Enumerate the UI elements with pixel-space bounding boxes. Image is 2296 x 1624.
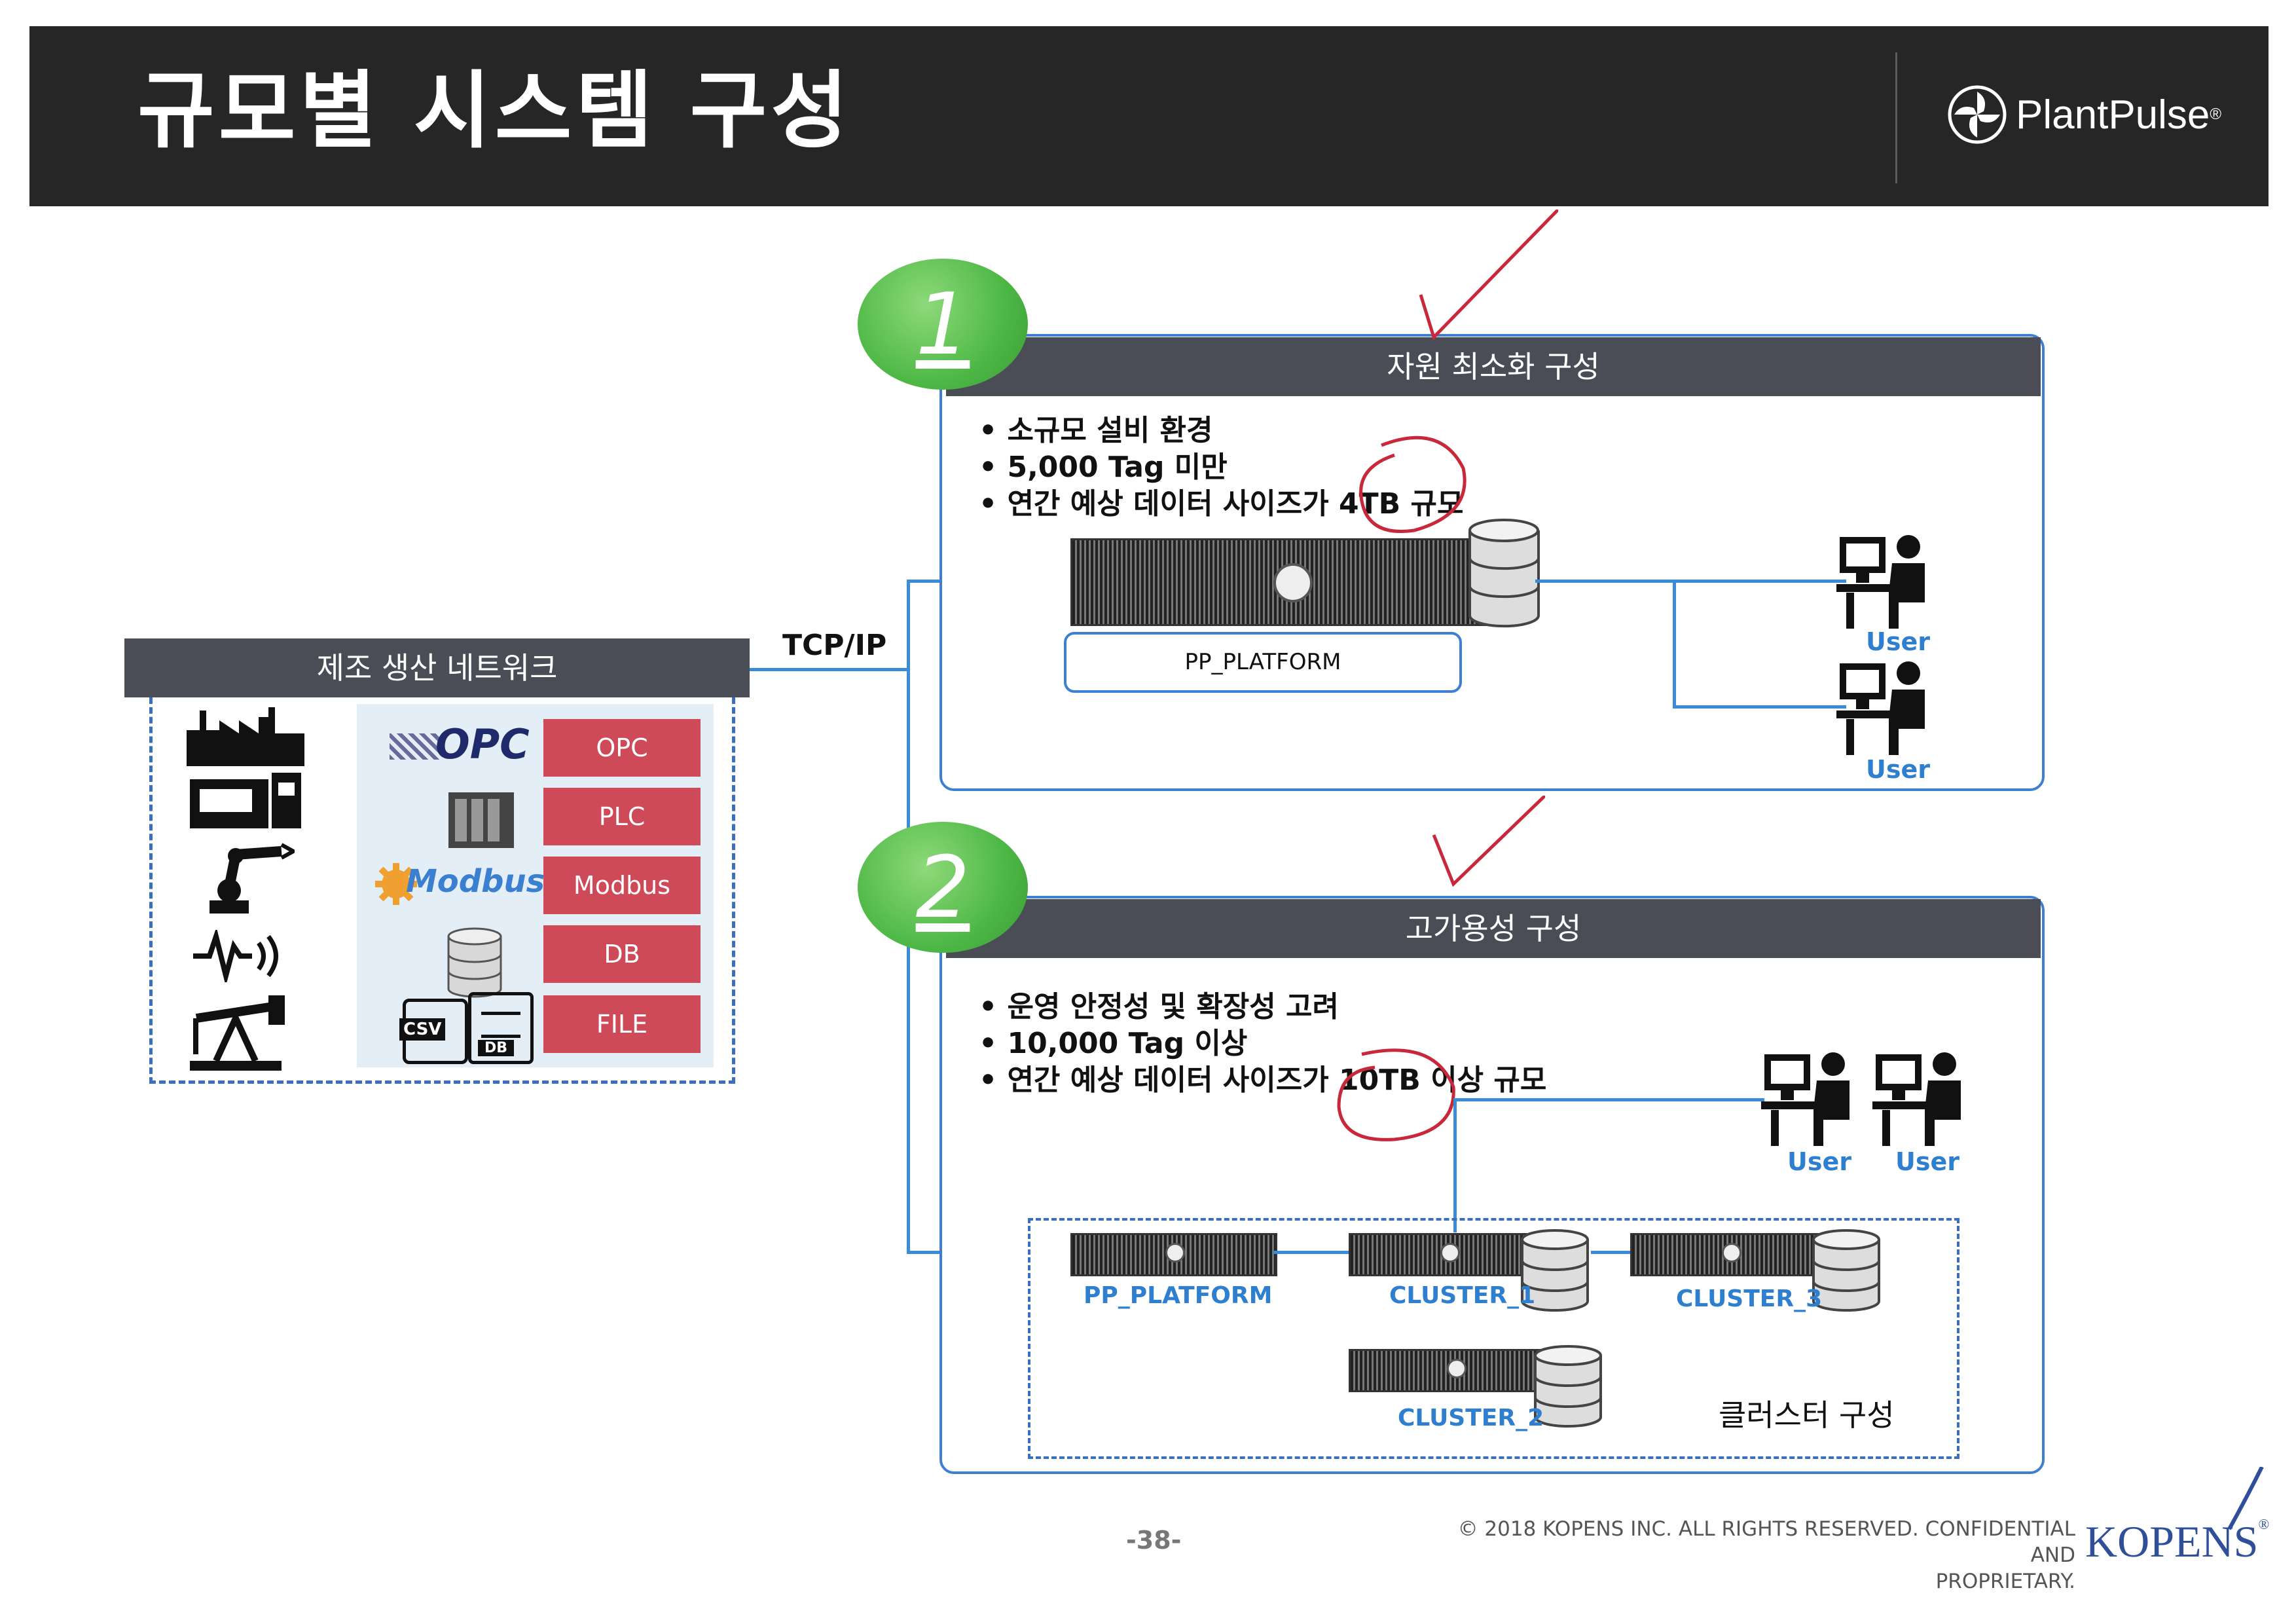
csv-label: CSV xyxy=(399,1018,446,1041)
header-divider xyxy=(1895,52,1897,183)
user-label: User xyxy=(1895,1147,1959,1176)
network-title-bar: 제조 생산 네트워크 xyxy=(124,638,750,697)
tcpip-label: TCP/IP xyxy=(782,629,887,662)
source-plc: PLC xyxy=(543,788,701,845)
connector-pp-cluster1 xyxy=(1273,1251,1349,1254)
user-workstation-icon xyxy=(1761,1052,1850,1146)
csv-file-icon: CSV xyxy=(399,999,468,1064)
connector-cluster-users-v xyxy=(1453,1098,1457,1232)
opc-logo-text: OPC xyxy=(435,720,530,768)
source-file: FILE xyxy=(543,995,701,1053)
user-label: User xyxy=(1866,755,1930,784)
section2-title-bar: 고가용성 구성 xyxy=(946,899,2041,958)
copyright: © 2018 KOPENS INC. ALL RIGHTS RESERVED. … xyxy=(1427,1516,2075,1595)
database-icon xyxy=(447,927,502,998)
network-box xyxy=(149,697,735,1084)
db-file-label: DB xyxy=(478,1040,515,1056)
connector-cluster-users-h xyxy=(1453,1098,1764,1101)
factory-icon xyxy=(187,707,304,766)
connector-s1-users-v xyxy=(1673,580,1676,707)
section2-bullet: 연간 예상 데이터 사이즈가 10TB 이상 규모 xyxy=(979,1062,1546,1099)
pp-platform-label-box: PP_PLATFORM xyxy=(1064,632,1462,693)
check-mark-1 xyxy=(1419,210,1558,341)
section1-title-bar: 자원 최소화 구성 xyxy=(946,337,2041,396)
section1-bullet: 소규모 설비 환경 xyxy=(979,413,1463,449)
server-power-button xyxy=(1447,1359,1467,1378)
cnc-machine-icon xyxy=(190,773,301,828)
user-label: User xyxy=(1787,1147,1851,1176)
user-label: User xyxy=(1866,627,1930,656)
server-power-button xyxy=(1273,563,1313,602)
database-icon xyxy=(1468,519,1540,628)
connector-cluster1-cluster3 xyxy=(1591,1251,1633,1254)
section1-bullet: 5,000 Tag 미만 xyxy=(979,449,1463,486)
section2-number-badge: 2 xyxy=(858,822,1028,953)
pp-platform-server xyxy=(1070,538,1487,626)
oil-pump-icon xyxy=(190,995,285,1071)
cluster-label: 클러스터 구성 xyxy=(1719,1397,1895,1433)
plc-icon xyxy=(448,792,514,848)
user-workstation-icon xyxy=(1836,661,1925,755)
annotation-circle-1 xyxy=(1359,435,1467,533)
page-number: -38- xyxy=(1126,1526,1182,1555)
source-modbus: Modbus xyxy=(543,857,701,914)
database-icon xyxy=(1534,1345,1602,1428)
connector-s1-user2-h xyxy=(1673,705,1846,709)
server-label: CLUSTER_3 xyxy=(1676,1285,1823,1312)
section1-number-badge: 1 xyxy=(858,259,1028,390)
user-workstation-icon xyxy=(1872,1052,1961,1146)
server-label: CLUSTER_2 xyxy=(1398,1405,1544,1431)
cluster-box xyxy=(1028,1218,1959,1459)
robot-arm-icon xyxy=(210,843,295,913)
section1-bullet: 연간 예상 데이터 사이즈가 4TB 규모 xyxy=(979,486,1463,523)
server-power-button xyxy=(1440,1243,1460,1263)
sensor-signal-icon xyxy=(193,930,278,982)
source-db: DB xyxy=(543,925,701,983)
connector-network-h xyxy=(750,668,910,671)
brand-name: PlantPulse xyxy=(2016,92,2210,138)
copyright-line1: © 2018 KOPENS INC. ALL RIGHTS RESERVED. … xyxy=(1457,1517,2075,1567)
opc-logo: OPC xyxy=(390,720,540,768)
section2-bullet: 운영 안정성 및 확장성 고려 xyxy=(979,989,1546,1025)
page-title: 규모별 시스템 구성 xyxy=(137,62,852,160)
database-icon xyxy=(1812,1229,1880,1312)
section2-bullets: 운영 안정성 및 확장성 고려 10,000 Tag 이상 연간 예상 데이터 … xyxy=(979,989,1546,1099)
pp-platform-label: PP_PLATFORM xyxy=(1184,649,1341,675)
pinwheel-icon xyxy=(1948,85,2007,144)
copyright-line2: PROPRIETARY. xyxy=(1935,1570,2075,1593)
annotation-circle-2 xyxy=(1337,1048,1455,1141)
brand-mark: ® xyxy=(2210,105,2222,123)
check-mark-2 xyxy=(1432,796,1545,887)
db-file-lines xyxy=(481,1012,520,1038)
section2-bullet: 10,000 Tag 이상 xyxy=(979,1025,1546,1062)
server-label: PP_PLATFORM xyxy=(1084,1282,1273,1309)
server-power-button xyxy=(1722,1243,1741,1263)
server-power-button xyxy=(1165,1243,1185,1263)
server-label: CLUSTER_1 xyxy=(1389,1282,1536,1309)
section1-bullets: 소규모 설비 환경 5,000 Tag 미만 연간 예상 데이터 사이즈가 4T… xyxy=(979,413,1463,523)
gear-icon xyxy=(375,863,417,905)
kopens-swoosh xyxy=(2227,1467,2264,1530)
company-mark: ® xyxy=(2258,1516,2270,1532)
plantpulse-logo: PlantPulse® xyxy=(1948,85,2221,144)
user-workstation-icon xyxy=(1836,535,1925,629)
modbus-logo: Modbus xyxy=(373,858,545,910)
database-icon xyxy=(1521,1229,1589,1312)
connector-s1-users-h xyxy=(1535,580,1846,583)
db-file-icon: DB xyxy=(468,992,534,1064)
modbus-logo-text: Modbus xyxy=(406,863,545,900)
source-opc: OPC xyxy=(543,719,701,777)
